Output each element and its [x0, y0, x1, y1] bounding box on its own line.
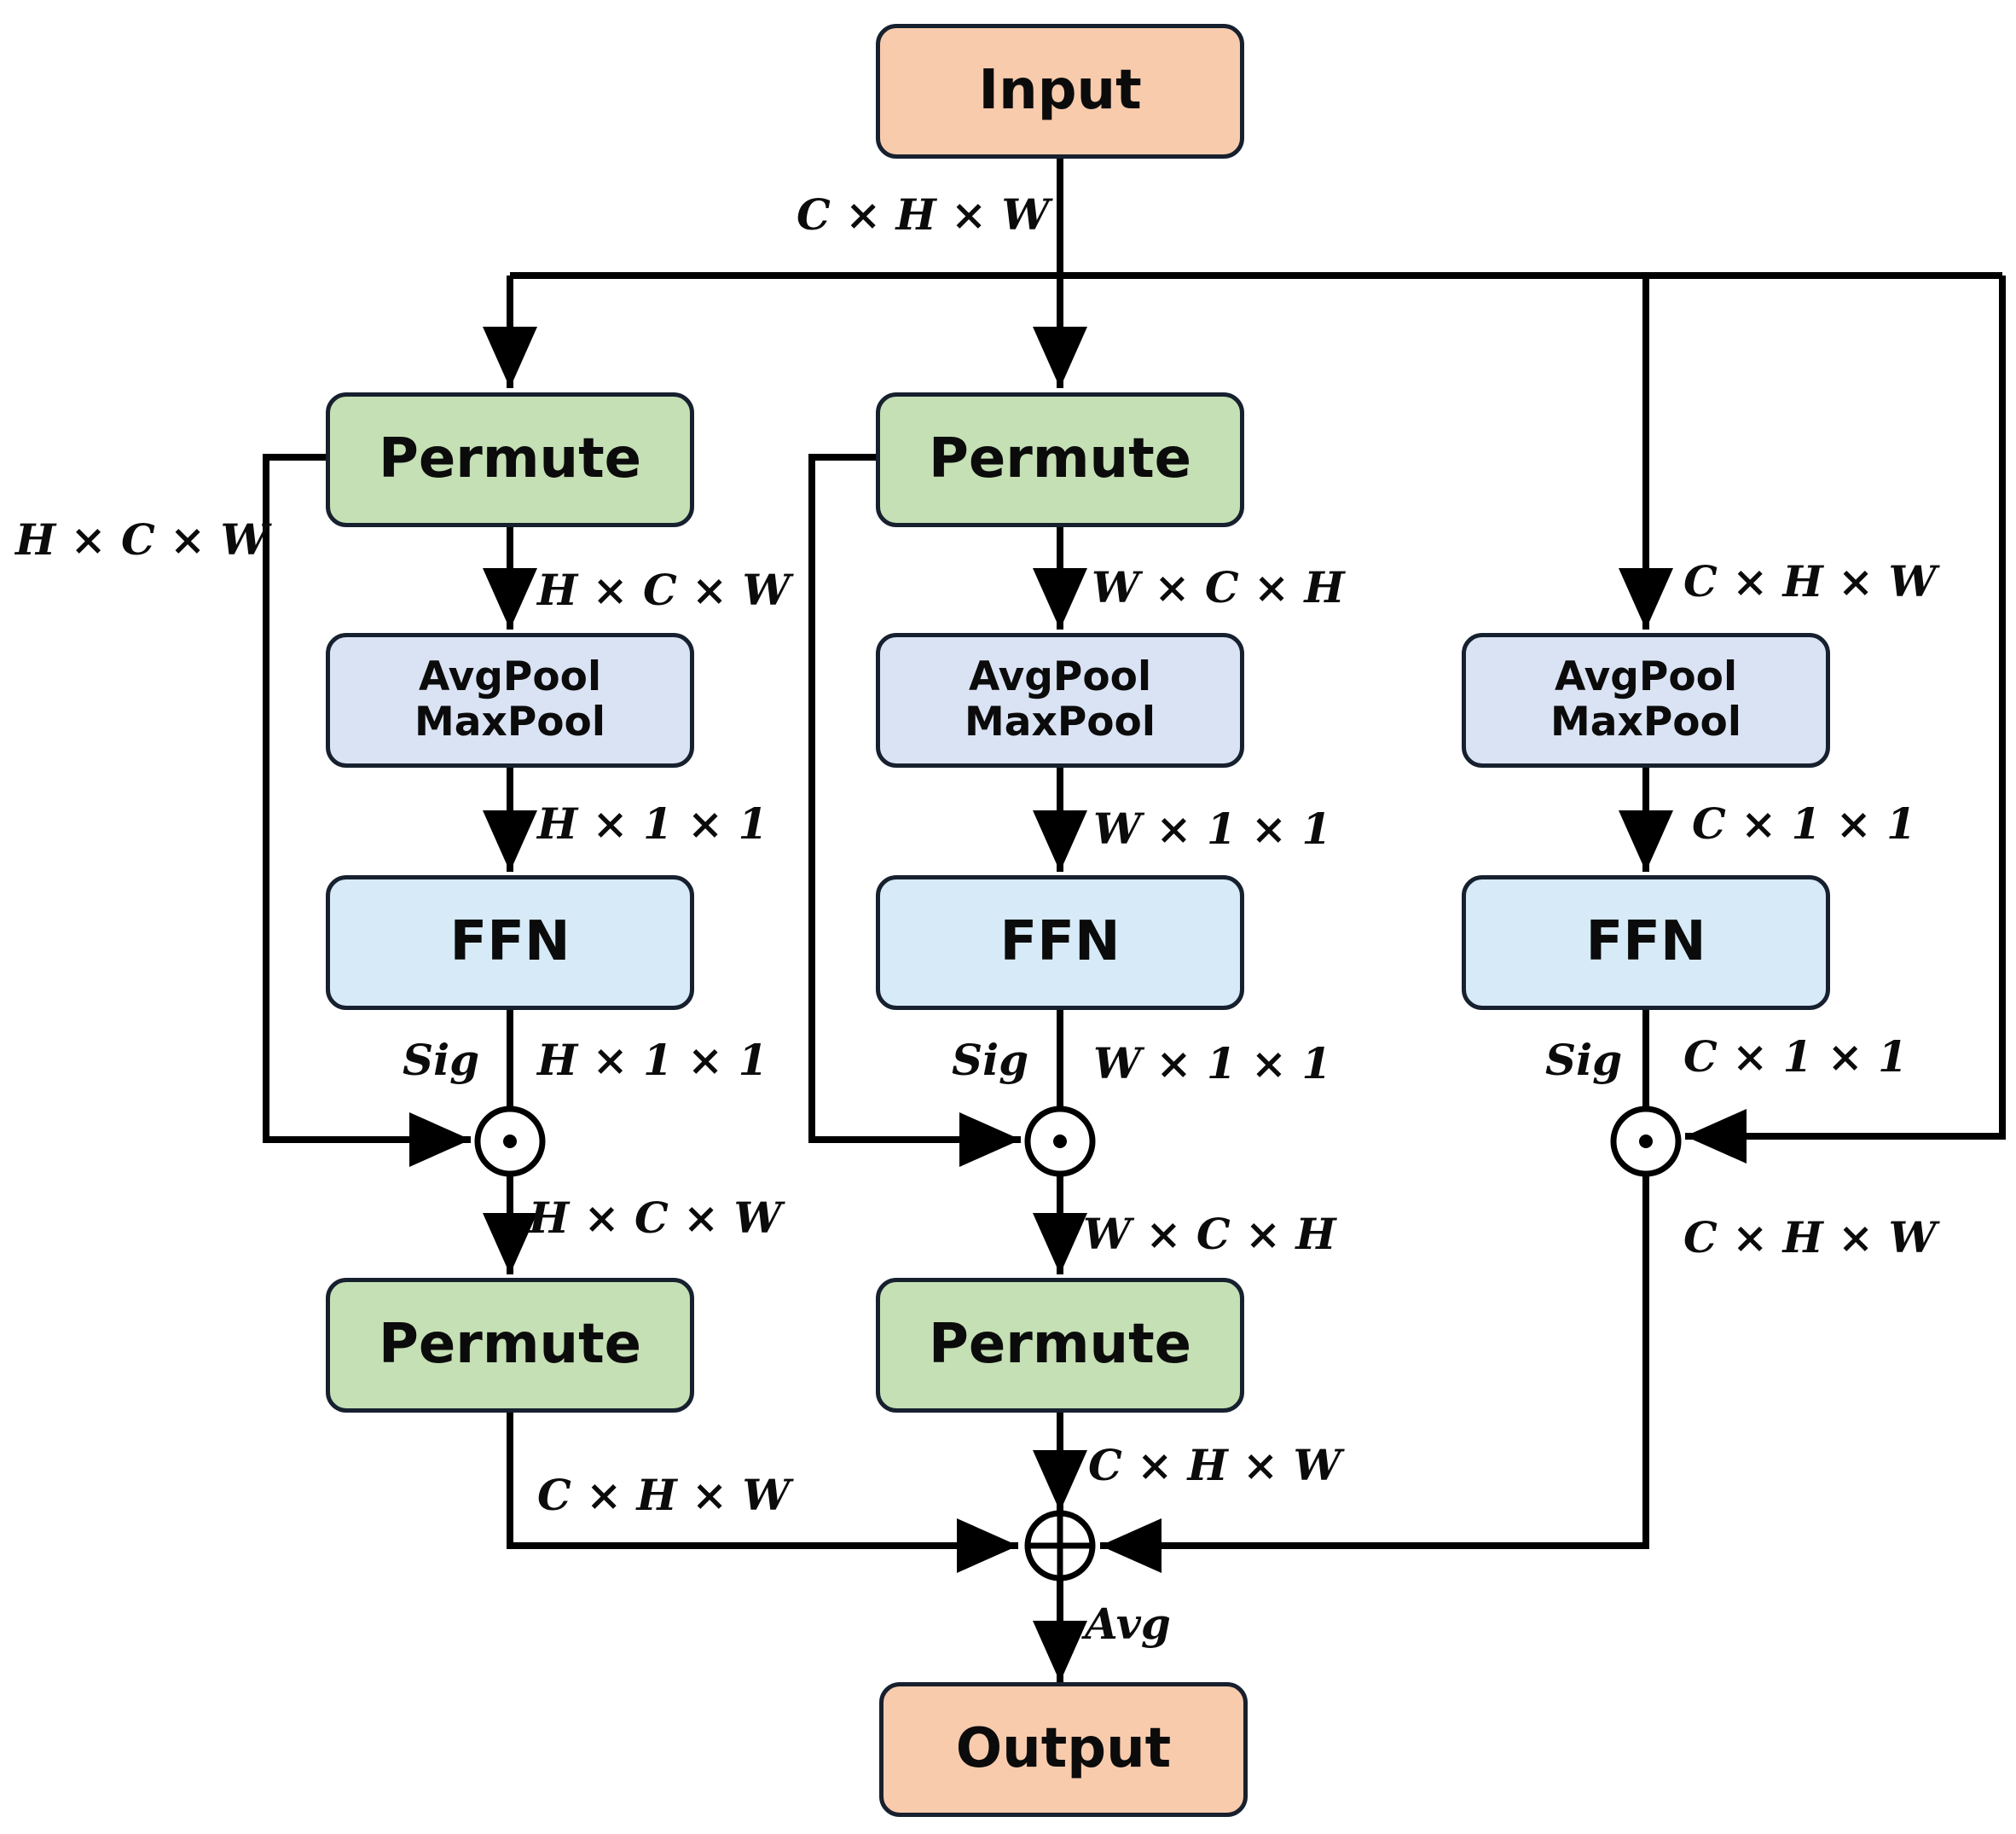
branch2-permute-bottom: Permute — [876, 1278, 1244, 1413]
branch3-pool-line1: AvgPool — [1554, 653, 1738, 701]
edge-b1-to-add — [507, 1413, 1018, 1573]
input-node: Input — [876, 24, 1244, 159]
label-b2-after-permute: W × C × H — [1092, 562, 1345, 612]
label-b2-sig: Sig — [952, 1035, 1029, 1085]
edge-branch3-skip — [1685, 276, 2006, 1164]
label-b1-after-mult: H × C × W — [529, 1193, 782, 1243]
branch2-permute-top-label: Permute — [928, 427, 1192, 491]
branch1-ffn-label: FFN — [449, 910, 571, 974]
branch1-ffn: FFN — [326, 875, 694, 1010]
branch2-permute-bottom-label: Permute — [928, 1313, 1192, 1377]
branch1-permute-bottom-label: Permute — [378, 1313, 642, 1377]
branch3-ffn: FFN — [1462, 875, 1830, 1010]
branch3-pool-line2: MaxPool — [1550, 699, 1741, 746]
branch1-permute-bottom: Permute — [326, 1278, 694, 1413]
add-operator — [1024, 1510, 1096, 1582]
label-b1-after-permute-back: C × H × W — [537, 1470, 791, 1520]
multiply-operator-b1 — [474, 1106, 546, 1177]
label-b1-after-ffn: H × 1 × 1 — [537, 1035, 768, 1085]
edge-b2-skip — [808, 454, 1021, 1167]
multiply-operator-b2 — [1024, 1106, 1096, 1177]
label-b1-skip: H × C × W — [15, 514, 269, 565]
branch1-pool: AvgPool MaxPool — [326, 633, 694, 768]
branch2-pool-line2: MaxPool — [965, 699, 1156, 746]
edge-b3-to-add — [1100, 1175, 1649, 1573]
label-input-shape: C × H × W — [797, 189, 1050, 240]
multiply-operator-b3 — [1610, 1106, 1682, 1177]
edge-b1-skip — [263, 454, 471, 1167]
branch2-permute-top: Permute — [876, 392, 1244, 527]
label-b2-after-mult: W × C × H — [1083, 1209, 1336, 1259]
branch3-pool: AvgPool MaxPool — [1462, 633, 1830, 768]
input-node-label: Input — [978, 59, 1142, 123]
branch1-pool-line1: AvgPool — [418, 653, 602, 701]
label-b2-after-ffn: W × 1 × 1 — [1093, 1038, 1332, 1088]
output-node: Output — [879, 1682, 1248, 1817]
label-avg: Avg — [1085, 1599, 1171, 1649]
label-b2-after-pool: W × 1 × 1 — [1093, 804, 1332, 854]
label-b2-after-permute-back: C × H × W — [1088, 1440, 1341, 1490]
label-b3-after-ffn: C × 1 × 1 — [1683, 1031, 1908, 1082]
branch2-ffn-label: FFN — [999, 910, 1121, 974]
label-b1-after-permute: H × C × W — [537, 565, 791, 615]
label-b3-input: C × H × W — [1683, 556, 1937, 606]
label-b1-after-pool: H × 1 × 1 — [537, 798, 768, 849]
branch1-permute-top-label: Permute — [378, 427, 642, 491]
branch1-pool-line2: MaxPool — [414, 699, 605, 746]
branch1-permute-top: Permute — [326, 392, 694, 527]
label-b1-sig: Sig — [403, 1035, 480, 1085]
branch2-pool: AvgPool MaxPool — [876, 633, 1244, 768]
branch2-pool-line1: AvgPool — [968, 653, 1152, 701]
label-b3-after-pool: C × 1 × 1 — [1692, 798, 1916, 849]
label-b3-sig: Sig — [1545, 1035, 1623, 1085]
branch2-ffn: FFN — [876, 875, 1244, 1010]
branch3-ffn-label: FFN — [1585, 910, 1706, 974]
output-node-label: Output — [955, 1717, 1172, 1781]
label-b3-after-mult: C × H × W — [1683, 1212, 1937, 1262]
